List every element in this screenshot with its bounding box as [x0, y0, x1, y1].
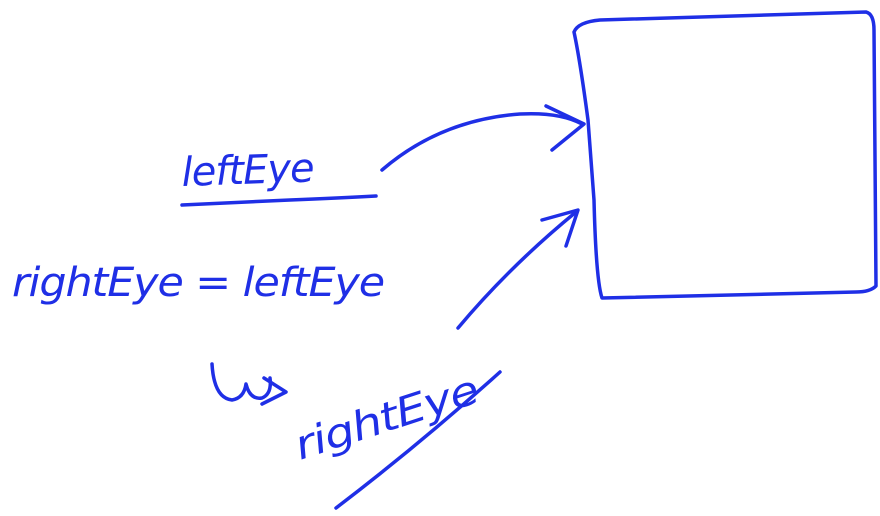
right-eye-label: rightEye	[289, 367, 484, 469]
left-eye-label: leftEye	[181, 145, 315, 196]
left-eye-arrow	[380, 111, 584, 172]
assignment-label: rightEye = leftEye	[12, 260, 384, 306]
right-eye-underline	[334, 370, 502, 510]
implies-arrowhead	[260, 376, 288, 406]
left-eye-arrowhead	[544, 104, 586, 152]
left-eye-underline	[180, 194, 378, 207]
right-eye-arrow	[456, 210, 578, 330]
right-eye-arrowhead	[540, 208, 580, 248]
implies-symbol	[210, 362, 273, 402]
ink-group	[180, 10, 878, 510]
object-box	[572, 10, 878, 300]
